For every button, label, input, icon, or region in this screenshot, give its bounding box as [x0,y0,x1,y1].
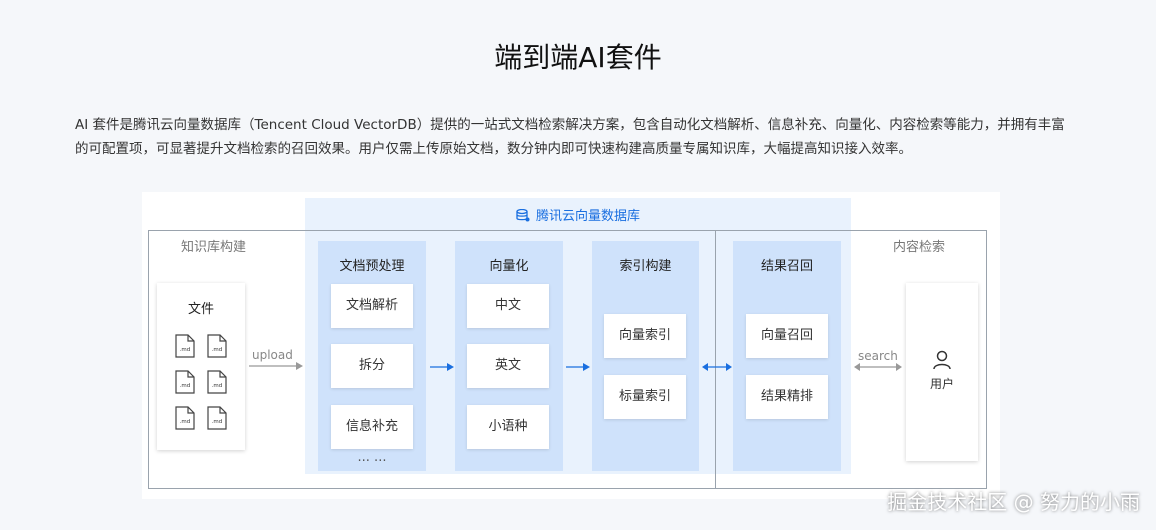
section-label-content-retrieval: 内容检索 [893,240,946,255]
markdown-file-icon: .md [207,370,227,394]
user-icon [933,350,951,370]
upload-label: upload [252,348,293,362]
upload-arrow [249,362,303,370]
more-ellipsis: ... ... [357,450,387,465]
knowledge-build-frame [148,230,716,489]
markdown-file-icon: .md [207,334,227,358]
column-title: 向量化 [489,259,529,274]
markdown-file-label: .md [180,347,191,353]
bidirectional-arrow [702,363,732,371]
user-card: 用户 [906,283,978,461]
page-title: 端到端AI套件 [494,41,662,74]
markdown-file-icon: .md [207,406,227,430]
search-arrow [854,363,902,371]
markdown-file-label: .md [212,419,223,425]
step-box: 中文 [467,284,549,328]
step-box: 结果精排 [746,375,828,419]
markdown-file-label: .md [180,419,191,425]
markdown-file-label: .md [180,383,191,389]
file-card-title: 文件 [187,302,214,317]
page-description: AI 套件是腾讯云向量数据库（Tencent Cloud VectorDB）提供… [75,117,1065,157]
markdown-file-label: .md [212,383,223,389]
search-label: search [858,349,898,363]
step-box: 向量召回 [746,314,828,358]
markdown-file-icon: .md [175,370,195,394]
step-box: 向量索引 [604,314,686,358]
column-title: 文档预处理 [339,259,405,274]
flow-arrow [566,363,590,371]
section-label-knowledge-build: 知识库构建 [181,240,247,255]
step-box: 标量索引 [604,375,686,419]
step-box: 信息补充 [331,405,413,449]
user-label: 用户 [929,377,954,391]
step-box: 小语种 [467,405,549,449]
step-box: 拆分 [331,344,413,388]
file-card: 文件 [157,283,245,450]
column-title: 索引构建 [619,259,672,274]
column-title: 结果召回 [760,259,813,274]
step-box: 英文 [467,344,549,388]
markdown-file-icon: .md [175,334,195,358]
flow-arrow [430,363,454,371]
step-box: 文档解析 [331,284,413,328]
database-icon [516,208,530,222]
markdown-file-icon: .md [175,406,195,430]
watermark: 掘金技术社区 @ 努力的小雨 [887,490,1140,514]
content-retrieval-frame [716,230,987,489]
vector-db-title: 腾讯云向量数据库 [305,205,851,224]
markdown-file-label: .md [212,347,223,353]
